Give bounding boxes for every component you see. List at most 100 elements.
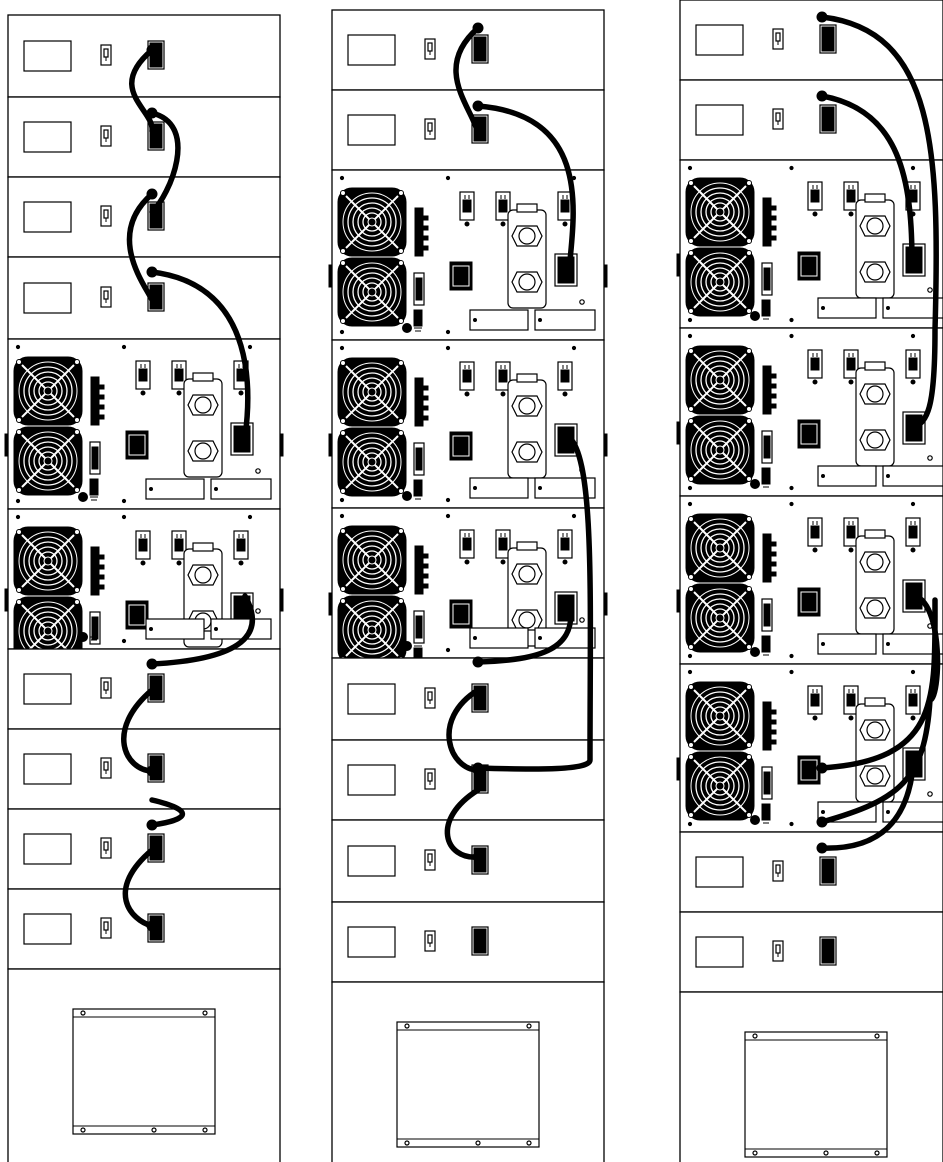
mounting-screw [910,333,916,339]
ups-module [328,169,608,341]
base-cover-panel [744,1031,888,1158]
input-output-plate [507,203,547,309]
mounting-screw [339,513,345,519]
breaker-switch-icon [459,191,475,227]
battery-module [7,888,281,970]
battery-module [331,819,605,903]
serial-port-icon [761,430,773,485]
fan-icon [685,247,755,317]
breaker-switch-icon [100,44,112,66]
cover-plate [817,465,877,487]
status-display [449,599,473,629]
breaker-switch-icon [100,205,112,227]
battery-cable [453,25,481,138]
mounting-screw [823,1150,829,1156]
ups-module [4,338,284,510]
cover-plate [882,297,943,319]
battery-cable [122,847,155,929]
cover-plate [882,633,943,655]
battery-module [331,901,605,983]
breaker-switch-icon [233,530,249,566]
breaker-switch-icon [807,517,823,553]
handle [676,589,681,613]
display-window [23,673,72,705]
battery-module [7,256,281,340]
battery-cable [819,14,939,433]
battery-connector-icon [554,591,578,625]
breaker-switch-icon [772,940,784,962]
mounting-screw [80,1127,86,1133]
serial-port-icon [761,766,773,821]
base-module [7,968,281,1162]
terminal-block-icon [762,197,777,247]
display-window [23,201,72,233]
breaker-switch-icon [905,517,921,553]
handle [676,253,681,277]
battery-cable [819,93,915,265]
cable-connector [816,816,828,828]
mounting-screw [339,329,345,335]
battery-cable [475,434,594,772]
mounting-screw [247,514,253,520]
serial-port-icon [413,442,425,497]
fan-icon [685,177,755,247]
display-window [23,40,72,72]
battery-module [679,831,943,913]
status-display [797,587,821,617]
cover-plate [210,478,272,500]
mounting-screw [687,669,693,675]
mounting-screw [571,513,577,519]
ups-module [328,339,608,509]
handle [676,421,681,445]
input-output-plate [855,697,895,803]
breaker-switch-icon [772,860,784,882]
mounting-screw [475,1140,481,1146]
battery-module [7,808,281,890]
display-window [347,34,396,66]
base-module [331,981,605,1162]
mounting-screw [526,1023,532,1029]
terminal-block-icon [90,376,105,426]
cable-connector [146,920,158,932]
cable-connector [146,819,158,831]
mounting-screw [687,821,693,827]
mounting-screw [445,175,451,181]
ground-icon [750,815,770,825]
rack-3 [676,0,943,1162]
breaker-switch-icon [557,529,573,565]
cable-connector [472,762,484,774]
handle [328,433,333,457]
breaker-switch-icon [135,360,151,396]
battery-cable [819,772,915,851]
handle [603,592,608,616]
status-display [125,430,149,460]
mounting-screw [910,165,916,171]
handle [4,433,9,457]
fan-icon [13,526,83,596]
ground-icon [402,641,422,651]
battery-cable [475,103,576,273]
fan-icon [337,525,407,595]
status-display [449,261,473,291]
mounting-screw [910,669,916,675]
fan-icon [685,415,755,485]
fan-icon [337,187,407,257]
battery-connector-icon [147,282,165,312]
breaker-switch-icon [424,930,436,952]
mounting-screw [80,1010,86,1016]
breaker-switch-icon [843,517,859,553]
mounting-screw [687,501,693,507]
handle [328,264,333,288]
cover-plate [469,627,529,649]
cable-connector [472,100,484,112]
fan-icon [685,513,755,583]
display-window [23,753,72,785]
mounting-screw [789,821,794,827]
breaker-switch-icon [557,361,573,397]
mounting-screw [445,497,451,503]
cover-plate [210,618,272,640]
fan-icon [685,681,755,751]
fan-icon [337,357,407,427]
rack-2 [328,9,608,1162]
mounting-screw [687,653,693,659]
